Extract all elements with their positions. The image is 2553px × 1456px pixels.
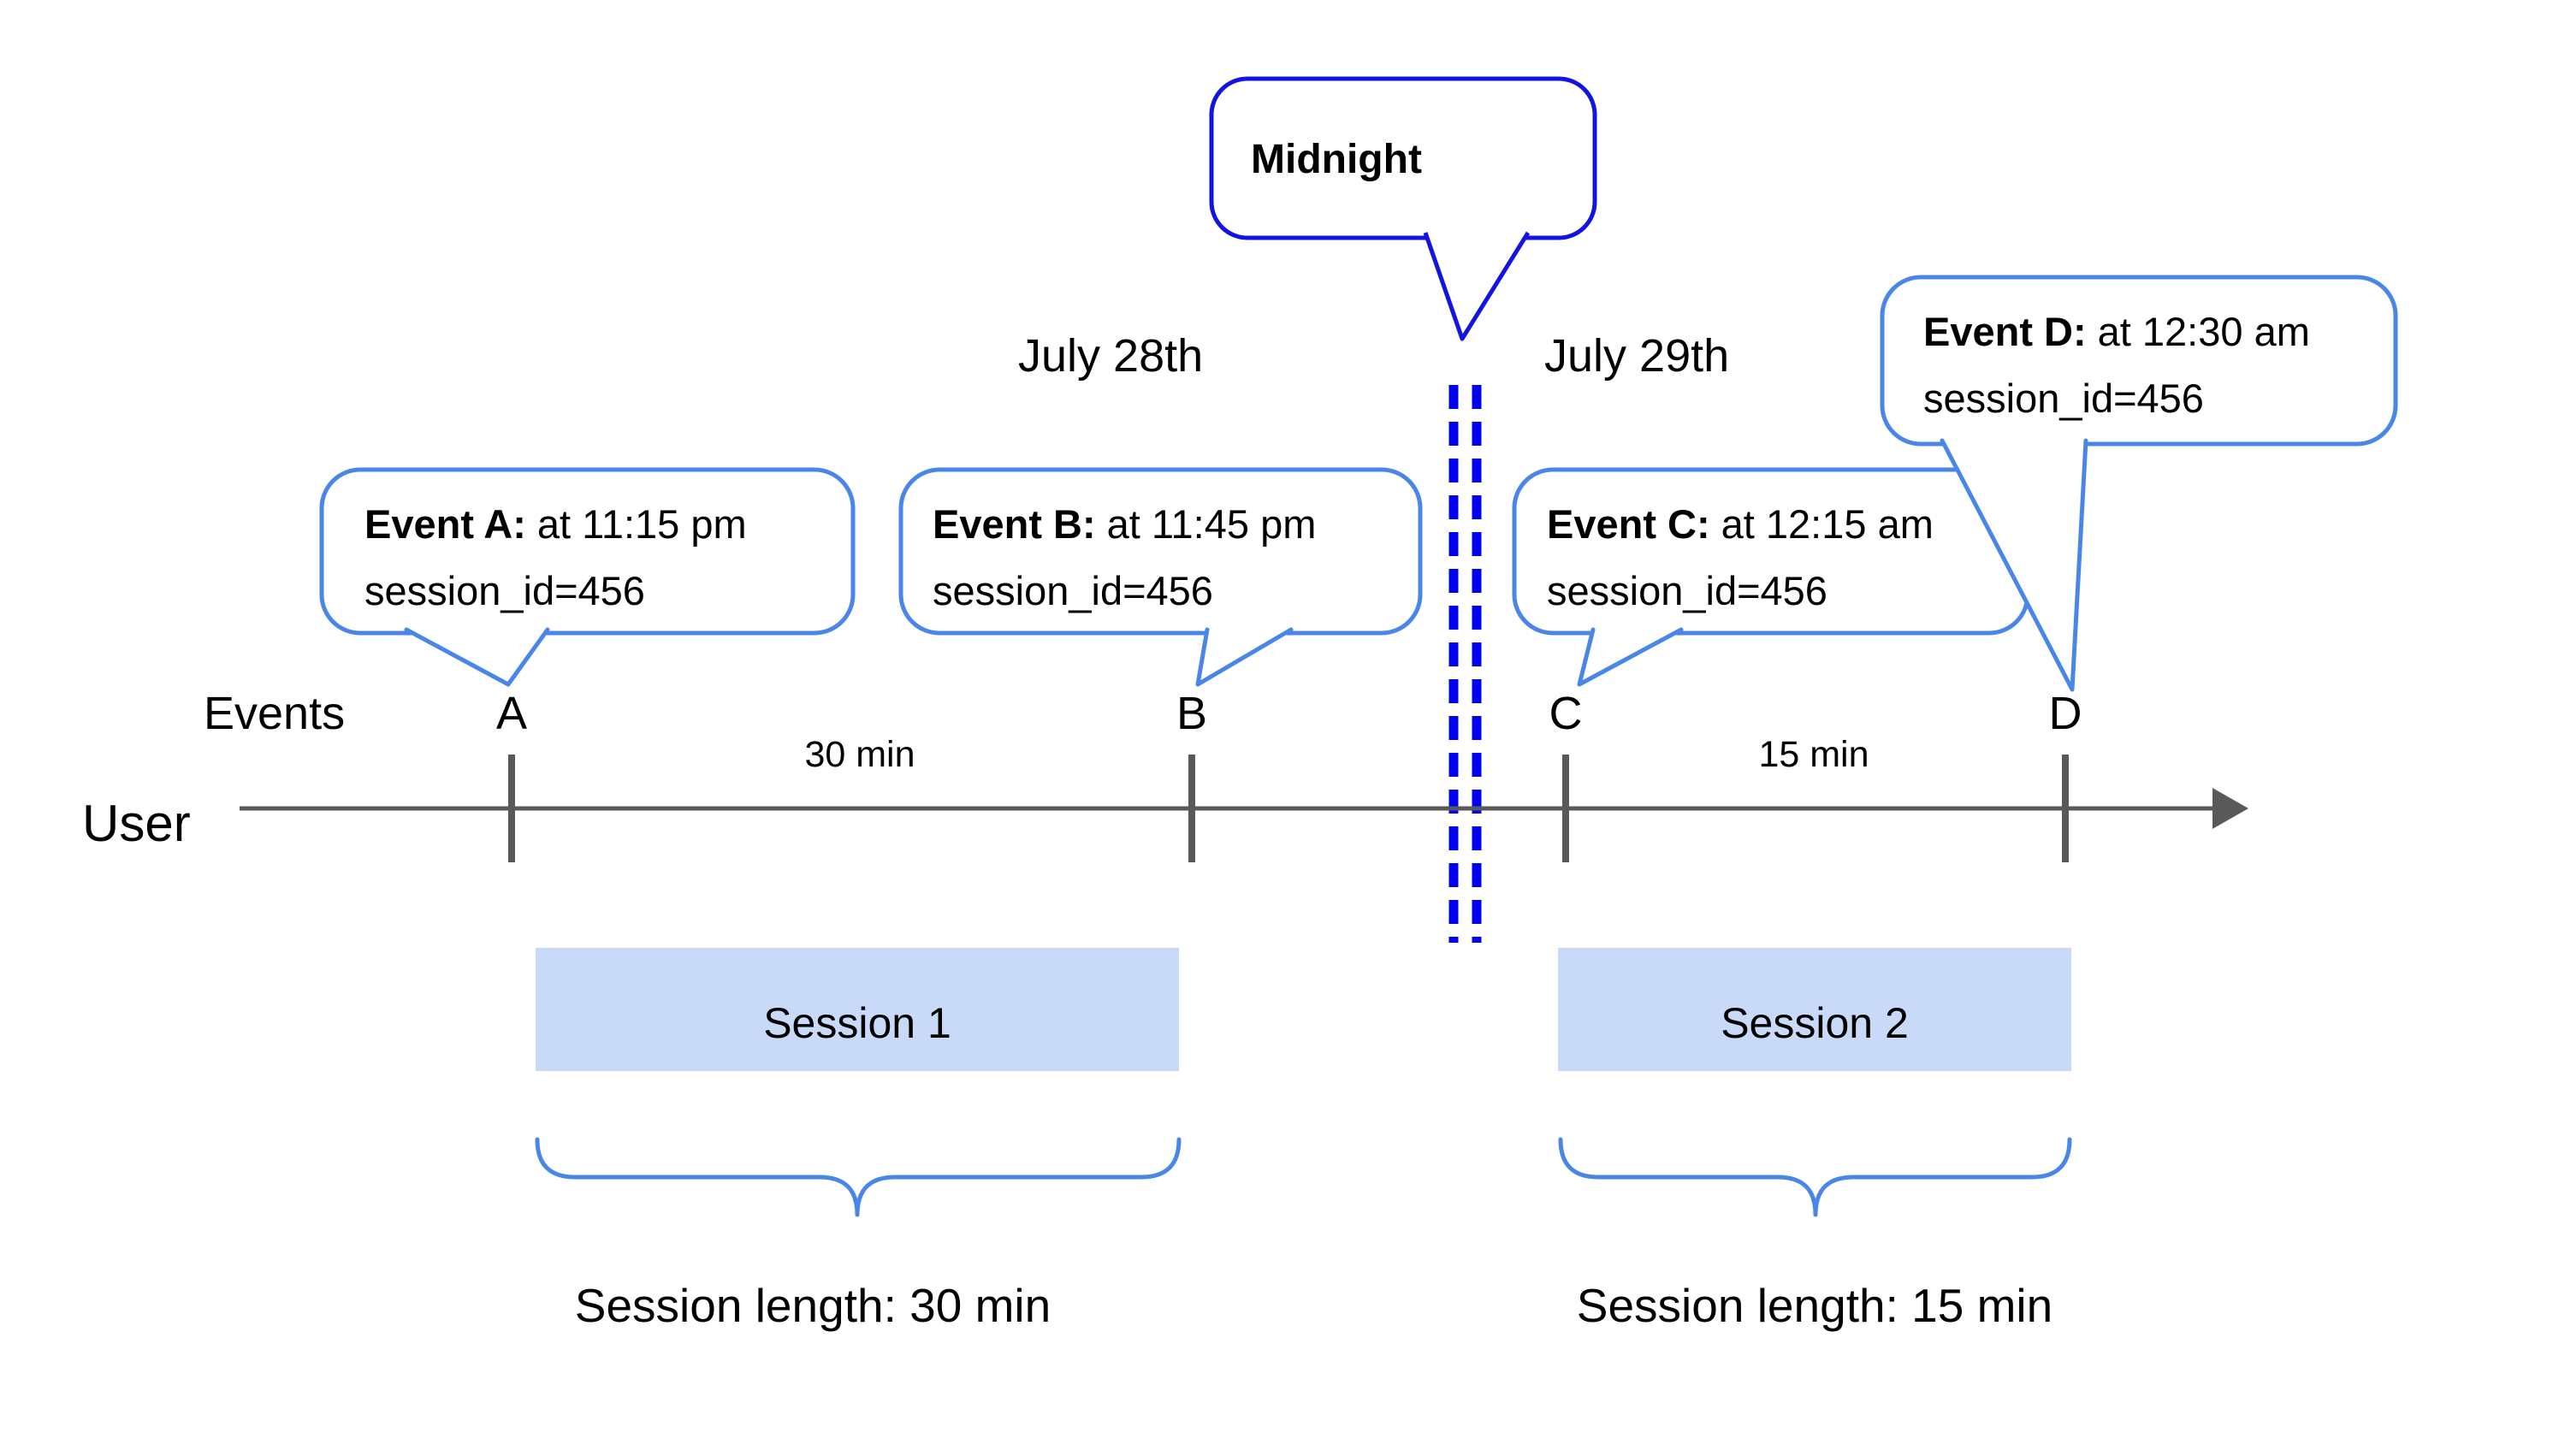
date-july-28-label: July 28th <box>1018 330 1203 382</box>
event-c-callout: Event C:at 12:15 am session_id=456 <box>1512 467 2030 687</box>
midnight-callout: Midnight <box>1209 76 1597 341</box>
events-axis-label: Events <box>204 688 345 739</box>
event-a-bubble <box>319 467 856 636</box>
gap-15min-label: 15 min <box>1758 734 1869 775</box>
event-d-time: at 12:30 am <box>2098 309 2310 354</box>
event-a-callout: Event A:at 11:15 pm session_id=456 <box>319 467 856 687</box>
session-1-group: Session 1 Session length: 30 min <box>535 948 1182 1332</box>
event-d-session-id: session_id=456 <box>1923 376 2204 421</box>
midnight-bubble-tail <box>1423 231 1531 341</box>
session-2-label: Session 2 <box>1721 999 1909 1047</box>
event-d-bubble-tail <box>1940 438 2088 692</box>
event-b-letter: B <box>1176 688 1207 739</box>
event-c-session-id: session_id=456 <box>1547 568 1827 613</box>
event-c-name: Event C: <box>1547 501 1710 547</box>
event-d-title-line: Event D:at 12:30 am <box>1923 309 2310 354</box>
user-axis-label: User <box>82 795 191 852</box>
timeline-arrowhead-icon <box>2212 788 2248 829</box>
event-a-name: Event A: <box>364 501 526 547</box>
event-b-bubble <box>898 467 1423 636</box>
event-d-bubble <box>1880 275 2398 447</box>
event-b-callout: Event B:at 11:45 pm session_id=456 <box>898 467 1423 687</box>
event-b-title-line: Event B:at 11:45 pm <box>933 501 1316 547</box>
event-b-name: Event B: <box>933 501 1096 547</box>
session-1-label: Session 1 <box>763 999 951 1047</box>
session-1-length-label: Session length: 30 min <box>575 1279 1051 1332</box>
event-b-session-id: session_id=456 <box>933 568 1213 613</box>
event-c-title-line: Event C:at 12:15 am <box>1547 501 1934 547</box>
event-c-time: at 12:15 am <box>1721 501 1934 547</box>
event-c-letter: C <box>1549 688 1583 739</box>
event-b-bubble-tail <box>1195 627 1294 687</box>
session-2-bar <box>1558 948 2071 1071</box>
event-a-time: at 11:15 pm <box>537 501 747 547</box>
date-july-29-label: July 29th <box>1544 330 1729 382</box>
event-d-letter: D <box>2049 688 2082 739</box>
midnight-bubble <box>1209 76 1597 240</box>
event-c-bubble-tail <box>1577 627 1684 687</box>
event-d-callout: Event D:at 12:30 am session_id=456 <box>1880 275 2398 692</box>
session-2-brace <box>1558 1137 2072 1217</box>
event-a-bubble-tail <box>404 627 550 687</box>
event-a-session-id: session_id=456 <box>364 568 645 613</box>
session-2-length-label: Session length: 15 min <box>1577 1279 2052 1332</box>
event-b-time: at 11:45 pm <box>1107 501 1317 547</box>
session-1-brace <box>535 1137 1182 1217</box>
event-d-name: Event D: <box>1923 309 2087 354</box>
event-a-title-line: Event A:at 11:15 pm <box>364 501 747 547</box>
session-2-group: Session 2 Session length: 15 min <box>1558 948 2072 1332</box>
session-1-bar <box>536 948 1179 1071</box>
midnight-label: Midnight <box>1251 137 1422 182</box>
gap-30min-label: 30 min <box>804 734 915 775</box>
event-a-letter: A <box>496 688 527 739</box>
